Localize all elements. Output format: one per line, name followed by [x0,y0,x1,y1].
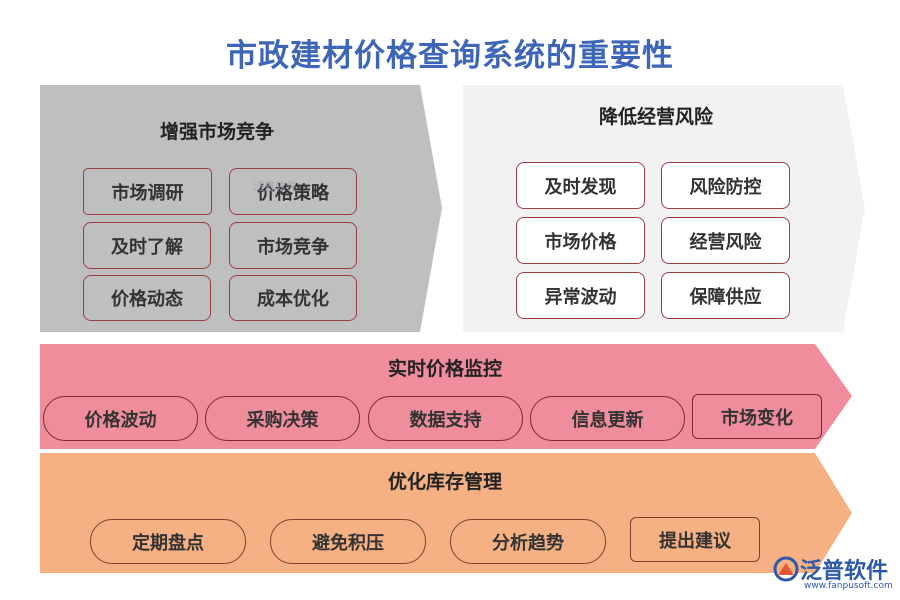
chip-analyze-trends: 分析趋势 [450,519,606,564]
chip-cost-optimization: 成本优化 [229,275,357,321]
diagram-title: 市政建材价格查询系统的重要性 [226,38,674,74]
chip-market-change: 市场变化 [692,394,822,439]
inventory-label: 优化库存管理 [388,471,503,493]
watermark-text: 泛普软件 [253,180,297,193]
chip-make-suggestions: 提出建议 [630,517,760,562]
competition-arrow-shape [40,85,442,332]
risk-arrow-shape [463,85,865,332]
fanpu-logo-icon [773,556,799,582]
chip-info-update: 信息更新 [530,396,685,441]
chip-price-strategy: 价格策略 [229,168,357,215]
chip-avoid-backlog: 避免积压 [270,519,426,564]
chip-price-fluctuation: 价格波动 [43,396,198,441]
chip-timely-understanding: 及时了解 [83,222,211,269]
risk-label: 降低经营风险 [599,106,714,128]
chip-market-research: 市场调研 [83,168,212,215]
chip-ensure-supply: 保障供应 [661,272,790,319]
fanpu-logo: 泛普软件 www.fanpusoft.com [772,553,897,598]
chip-purchase-decision: 采购决策 [205,396,360,441]
competition-label: 增强市场竞争 [160,121,275,143]
inventory-panel: 优化库存管理 定期盘点 避免积压 分析趋势 提出建议 [40,453,852,573]
chip-timely-discovery: 及时发现 [516,162,645,209]
chip-operating-risk: 经营风险 [661,217,790,264]
competition-panel: 增强市场竞争 市场调研 价格策略 及时了解 市场竞争 价格动态 成本优化 [40,85,442,332]
chip-market-competition: 市场竞争 [229,222,357,269]
monitoring-panel: 实时价格监控 价格波动 采购决策 数据支持 信息更新 市场变化 [40,344,852,449]
chip-risk-control: 风险防控 [661,162,790,209]
monitoring-label: 实时价格监控 [388,358,503,380]
chip-market-price: 市场价格 [516,217,645,264]
chip-abnormal-fluctuation: 异常波动 [516,272,645,319]
chip-data-support: 数据支持 [368,396,523,441]
logo-name: 泛普软件 [800,559,889,584]
chip-regular-inventory: 定期盘点 [90,519,246,564]
chip-price-dynamics: 价格动态 [83,275,211,321]
logo-url: www.fanpusoft.com [804,581,893,591]
risk-panel: 降低经营风险 及时发现 风险防控 市场价格 经营风险 异常波动 保障供应 [463,85,865,332]
